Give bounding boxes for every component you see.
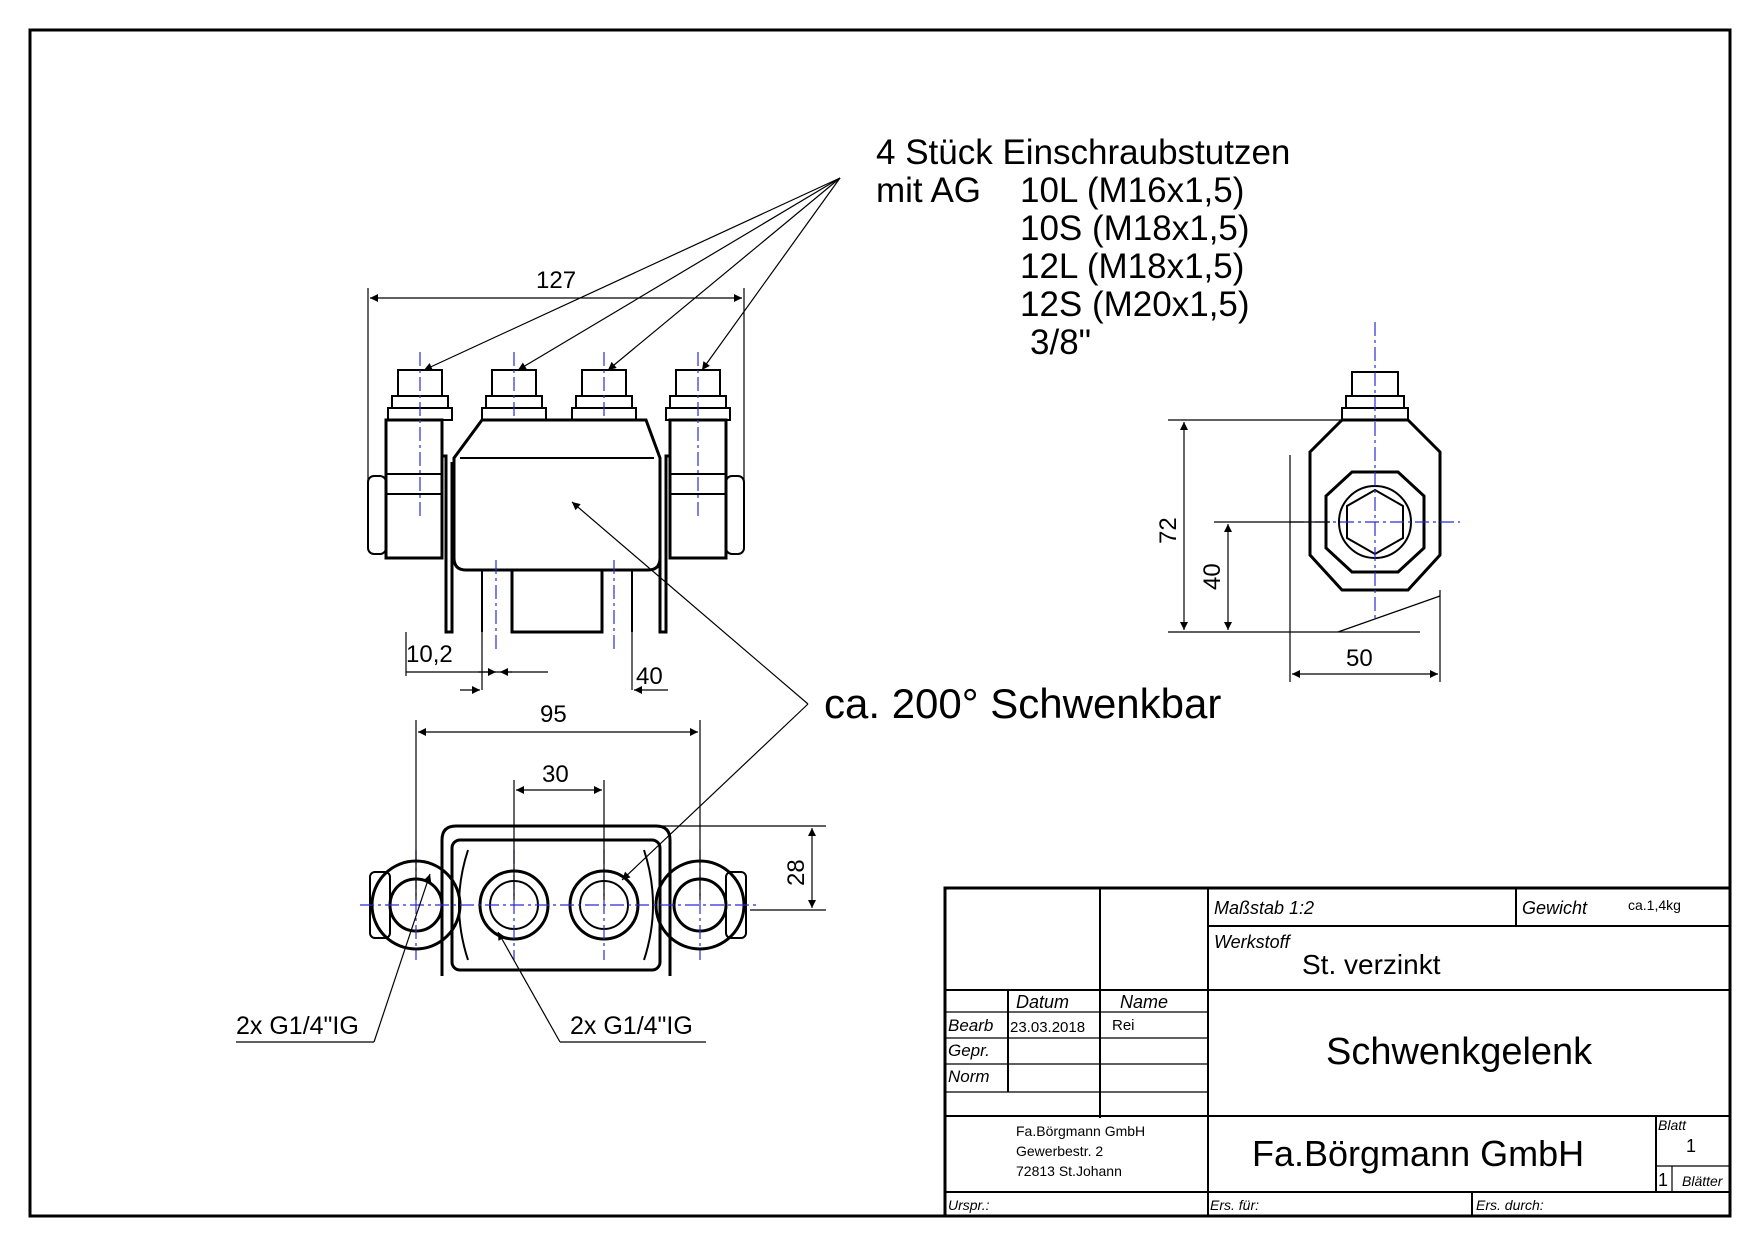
dim-127: 127 (536, 267, 576, 294)
fitting-line-2-value: 10L (M16x1,5) (1020, 171, 1244, 210)
drawing-frame (28, 28, 1732, 1218)
left-swivel-block (384, 418, 444, 560)
col-date: Datum (1016, 992, 1069, 1012)
side-view (1290, 322, 1460, 620)
dim-95: 95 (540, 701, 567, 728)
fitting-line-3: 10S (M18x1,5) (1020, 209, 1250, 248)
bracket-front (442, 454, 670, 634)
fitting-line-1: 4 Stück Einschraubstutzen (876, 133, 1290, 172)
title-block: Maßstab 1:2 Gewicht ca.1,4kg Werkstoff S… (948, 897, 1724, 1213)
dimension-labels: 127 10,2 40 95 30 28 72 40 50 (406, 267, 1373, 886)
title-block-frame (943, 886, 1732, 1218)
weight-label: Gewicht (1522, 898, 1588, 918)
row-norm: Norm (948, 1067, 990, 1086)
dim-50: 50 (1346, 645, 1373, 672)
sheets-value: 1 (1658, 1170, 1668, 1190)
leader-lines (236, 177, 841, 1043)
fitting-callout: 4 Stück Einschraubstutzen mit AG 10L (M1… (876, 133, 1290, 362)
front-view (367, 352, 745, 650)
sheets-label: Blätter (1682, 1173, 1724, 1189)
drawing-title: Schwenkgelenk (1326, 1031, 1593, 1073)
fitting-line-2-prefix: mit AG (876, 171, 981, 210)
row-bearb: Bearb (948, 1016, 993, 1035)
company-name: Fa.Börgmann GmbH (1252, 1133, 1584, 1174)
bracket-bottom (440, 824, 672, 976)
centre-body (452, 418, 662, 572)
col-name: Name (1120, 992, 1168, 1012)
replaced-by-label: Ers. durch: (1476, 1197, 1544, 1213)
replaces-label: Ers. für: (1210, 1197, 1259, 1213)
dim-10-2: 10,2 (406, 641, 453, 668)
dim-40-front: 40 (636, 663, 663, 690)
swivel-callout: ca. 200° Schwenkbar (824, 680, 1221, 727)
material-label: Werkstoff (1214, 932, 1292, 952)
port-callout-right: 2x G1/4"IG (570, 1012, 693, 1040)
fitting-line-4: 12L (M18x1,5) (1020, 247, 1244, 286)
sheet-label: Blatt (1658, 1117, 1687, 1133)
bearb-name: Rei (1112, 1017, 1135, 1034)
weight-value: ca.1,4kg (1628, 897, 1681, 913)
company-address-1: Fa.Börgmann GmbH (1016, 1123, 1145, 1139)
fitting-line-5: 12S (M20x1,5) (1020, 285, 1250, 324)
dim-28: 28 (783, 859, 810, 886)
dimensions (367, 288, 1441, 911)
fitting-line-6: 3/8" (1030, 323, 1091, 362)
scale-label: Maßstab 1:2 (1214, 898, 1314, 918)
sheet-value: 1 (1686, 1136, 1696, 1156)
dim-30: 30 (542, 761, 569, 788)
dim-72: 72 (1155, 517, 1182, 544)
row-gepr: Gepr. (948, 1041, 990, 1060)
material-value: St. verzinkt (1302, 949, 1441, 980)
port-callout-left: 2x G1/4"IG (236, 1012, 359, 1040)
dim-40-side: 40 (1199, 563, 1226, 590)
company-address-3: 72813 St.Johann (1016, 1163, 1122, 1179)
origin-label: Urspr.: (948, 1197, 990, 1213)
bearb-date: 23.03.2018 (1010, 1019, 1085, 1036)
company-address-2: Gewerbestr. 2 (1016, 1143, 1103, 1159)
